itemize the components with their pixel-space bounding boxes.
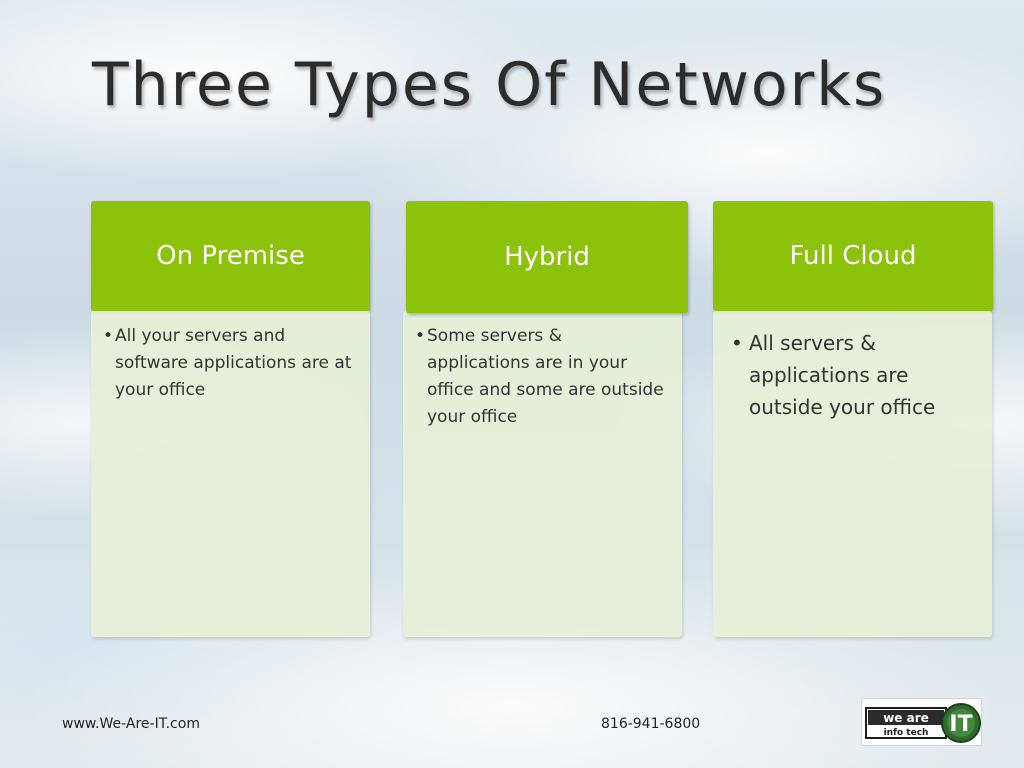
bullet-icon: • [731, 331, 743, 355]
bullet-text: Some servers & applications are in your … [427, 326, 664, 427]
bullet-icon: • [415, 326, 426, 346]
bullet-item: • All servers & applications are outside… [725, 323, 974, 423]
footer-phone: 816-941-6800 [601, 716, 701, 732]
bullet-text: All servers & applications are outside y… [749, 331, 936, 419]
logo-icon: we are info tech IT [865, 703, 981, 743]
column-full-cloud: Full Cloud • All servers & applications … [713, 201, 993, 637]
bullet-item: • Some servers & applications are in you… [415, 323, 664, 431]
company-logo: we are info tech IT [861, 698, 982, 746]
column-header-hybrid: Hybrid [406, 201, 688, 313]
bullet-item: • All your servers and software applicat… [103, 323, 352, 404]
bullet-icon: • [103, 326, 114, 346]
column-on-premise: On Premise • All your servers and softwa… [91, 201, 371, 637]
slide-title: Three Types Of Networks [92, 50, 887, 120]
logo-line2: info tech [884, 728, 929, 738]
bullet-text: All your servers and software applicatio… [115, 326, 352, 400]
logo-mark: IT [949, 712, 972, 737]
column-header-full-cloud: Full Cloud [713, 201, 993, 311]
footer-website[interactable]: www.We-Are-IT.com [62, 716, 200, 732]
column-body-on-premise: • All your servers and software applicat… [91, 311, 370, 637]
column-header-on-premise: On Premise [91, 201, 370, 311]
column-body-full-cloud: • All servers & applications are outside… [713, 311, 992, 637]
logo-line1: we are [883, 711, 929, 725]
column-hybrid: • Some servers & applications are in you… [403, 201, 688, 637]
column-body-hybrid: • Some servers & applications are in you… [403, 311, 682, 637]
